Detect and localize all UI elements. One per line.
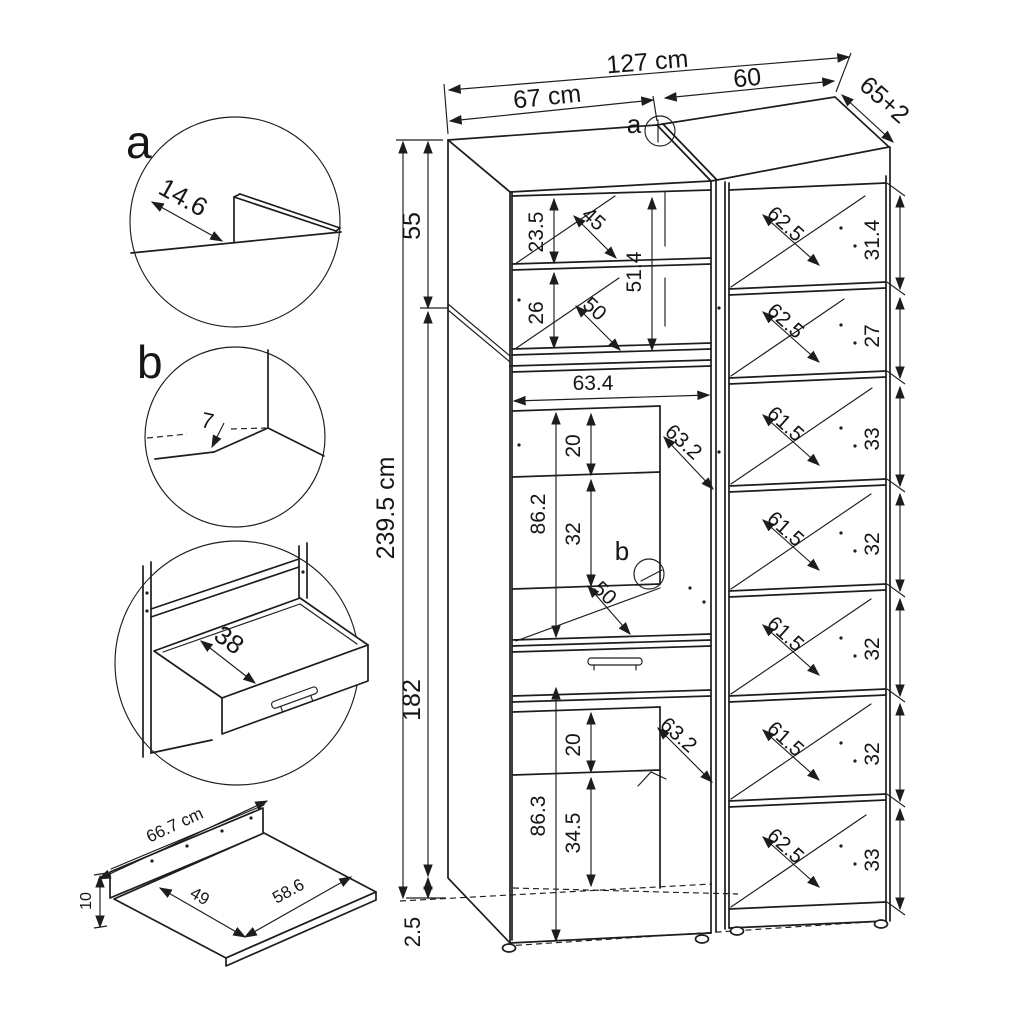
dim-left-width: 67 cm — [512, 80, 583, 115]
dim-upper-height: 55 — [398, 212, 426, 240]
dim-depth: 65+2 — [854, 71, 915, 129]
drawer-handle — [271, 686, 318, 712]
detail-a-letter: a — [126, 116, 152, 168]
dim-upper-shelf1-height: 23.5 — [525, 212, 548, 253]
dim-lower-interior-height: 86.3 — [527, 796, 550, 837]
dim-right-width: 60 — [732, 63, 762, 94]
right-cabinet-top-face — [662, 96, 890, 181]
callout-b-label: b — [615, 536, 629, 566]
dim-r-shelf2-h: 27 — [861, 324, 884, 347]
door-handle — [637, 771, 667, 787]
drawer-front-face — [221, 644, 369, 735]
dim-r-shelf5-d: 61.5 — [762, 612, 808, 656]
dim-r-shelf7-d: 62.5 — [762, 824, 808, 868]
detail-view-a: 14.6 a — [126, 116, 342, 328]
detail-view-b: 7 b — [137, 336, 326, 528]
detail-b-letter: b — [137, 336, 163, 388]
dim-total-height: 239.5 cm — [372, 457, 400, 560]
dim-middle-recess-height2: 32 — [562, 522, 585, 545]
dim-r-shelf3-h: 33 — [861, 427, 884, 450]
dim-middle-interior-height: 86.2 — [527, 494, 550, 535]
foot — [729, 926, 745, 936]
dim-lower-height: 182 — [398, 679, 426, 721]
detail-b-dim: 7 — [199, 407, 216, 434]
dim-r-shelf4-h: 32 — [861, 532, 884, 555]
dim-r-shelf4-d: 61.5 — [762, 507, 808, 551]
callout-a-label: a — [627, 109, 642, 139]
detail-view-drawer: 38 — [114, 540, 369, 786]
dim-lower-recess-height: 20 — [562, 733, 585, 756]
dim-upper-interior-height: 51.4 — [623, 251, 646, 292]
dim-r-shelf6-d: 61.5 — [762, 717, 808, 761]
dim-lower-bottom-height: 34.5 — [562, 813, 585, 854]
main-cabinet: a b — [399, 96, 891, 953]
shelf-back-height-dim: 10 — [78, 892, 95, 910]
foot — [501, 943, 517, 953]
dim-upper-shelf1-depth: 45 — [577, 203, 610, 236]
dim-r-shelf1-h: 31.4 — [861, 219, 884, 260]
callout-a-circle — [644, 115, 676, 147]
main-drawer-handle — [587, 657, 643, 671]
dim-r-shelf5-h: 32 — [861, 637, 884, 660]
dim-lower-panel-depth: 63.2 — [655, 713, 701, 757]
dim-upper-shelf2-depth: 50 — [578, 293, 611, 326]
dim-r-shelf3-d: 61.5 — [762, 402, 808, 446]
dim-r-shelf2-d: 62.5 — [762, 299, 808, 343]
dim-feet-height: 2.5 — [400, 917, 425, 948]
dim-r-shelf7-h: 33 — [861, 848, 884, 871]
foot — [873, 919, 889, 929]
shelf-iso-view: 66.7 cm 10 49 58.6 — [78, 800, 377, 967]
dim-upper-shelf2-height: 26 — [525, 301, 548, 324]
height-dimensions: 239.5 cm 55 182 2.5 — [372, 139, 448, 948]
detail-a-dim: 14.6 — [154, 172, 213, 223]
left-side-panel — [447, 139, 511, 944]
detail-a-circle — [129, 116, 341, 328]
callout-b-circle — [633, 558, 665, 590]
dim-r-shelf6-h: 32 — [861, 742, 884, 765]
dim-total-width: 127 cm — [605, 45, 689, 80]
left-cabinet-dimensions: 23.5 45 51.4 26 50 63.4 20 32 86.2 63.2 … — [512, 196, 714, 943]
dim-middle-width: 63.4 — [573, 372, 614, 395]
dim-middle-recess-height: 20 — [562, 434, 585, 457]
detail-b-circle — [144, 346, 326, 528]
foot — [694, 934, 710, 944]
